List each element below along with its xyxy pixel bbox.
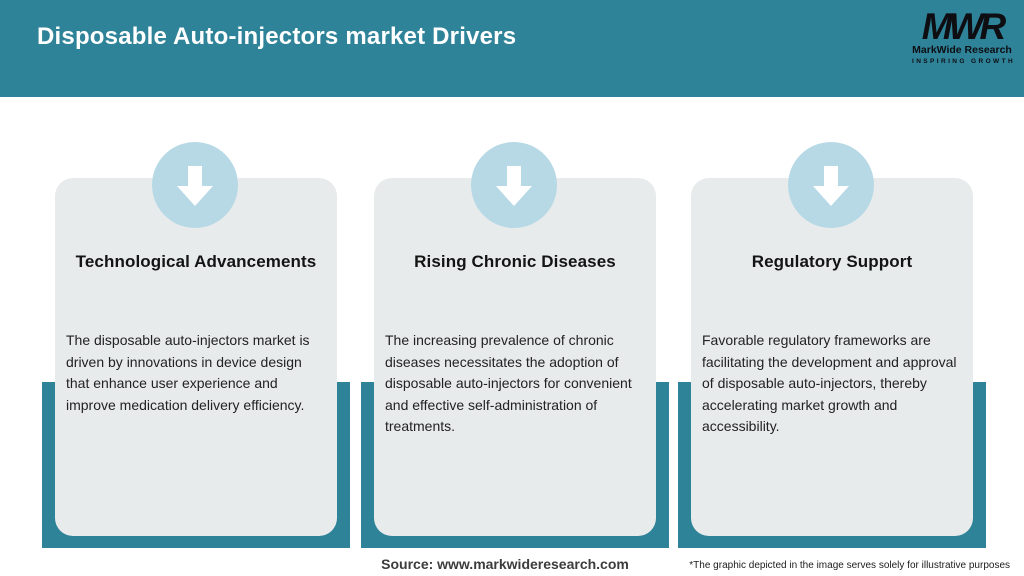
arrow-badge	[471, 142, 557, 228]
header-bar: Disposable Auto-injectors market Drivers…	[0, 0, 1024, 97]
arrow-down-icon	[171, 162, 219, 208]
arrow-down-icon	[807, 162, 855, 208]
driver-card-regulatory-support: Regulatory Support Favorable regulatory …	[678, 142, 986, 548]
card-title: Rising Chronic Diseases	[414, 252, 616, 271]
card-title: Regulatory Support	[751, 252, 913, 271]
logo-name: MarkWide Research	[912, 44, 1012, 56]
markwide-research-logo: MWR MarkWide Research INSPIRING GROWTH	[912, 6, 1016, 65]
source-text: Source: www.markwideresearch.com	[381, 556, 629, 572]
logo-monogram: MWR	[921, 6, 1006, 47]
arrow-down-icon	[490, 162, 538, 208]
card-body: The increasing prevalence of chronic dis…	[385, 332, 632, 434]
card-panel: Technological Advancements The disposabl…	[55, 178, 337, 536]
card-body: The disposable auto-injectors market is …	[66, 332, 310, 413]
page-title: Disposable Auto-injectors market Drivers	[37, 23, 517, 50]
disclaimer-text: *The graphic depicted in the image serve…	[689, 560, 1010, 571]
logo-tagline: INSPIRING GROWTH	[912, 58, 1016, 65]
driver-card-rising-chronic-diseases: Rising Chronic Diseases The increasing p…	[361, 142, 669, 548]
card-panel: Regulatory Support Favorable regulatory …	[691, 178, 973, 536]
arrow-badge	[788, 142, 874, 228]
card-body: Favorable regulatory frameworks are faci…	[702, 332, 957, 434]
card-panel: Rising Chronic Diseases The increasing p…	[374, 178, 656, 536]
card-title: Technological Advancements	[75, 252, 317, 271]
driver-card-technological-advancements: Technological Advancements The disposabl…	[42, 142, 350, 548]
arrow-badge	[152, 142, 238, 228]
